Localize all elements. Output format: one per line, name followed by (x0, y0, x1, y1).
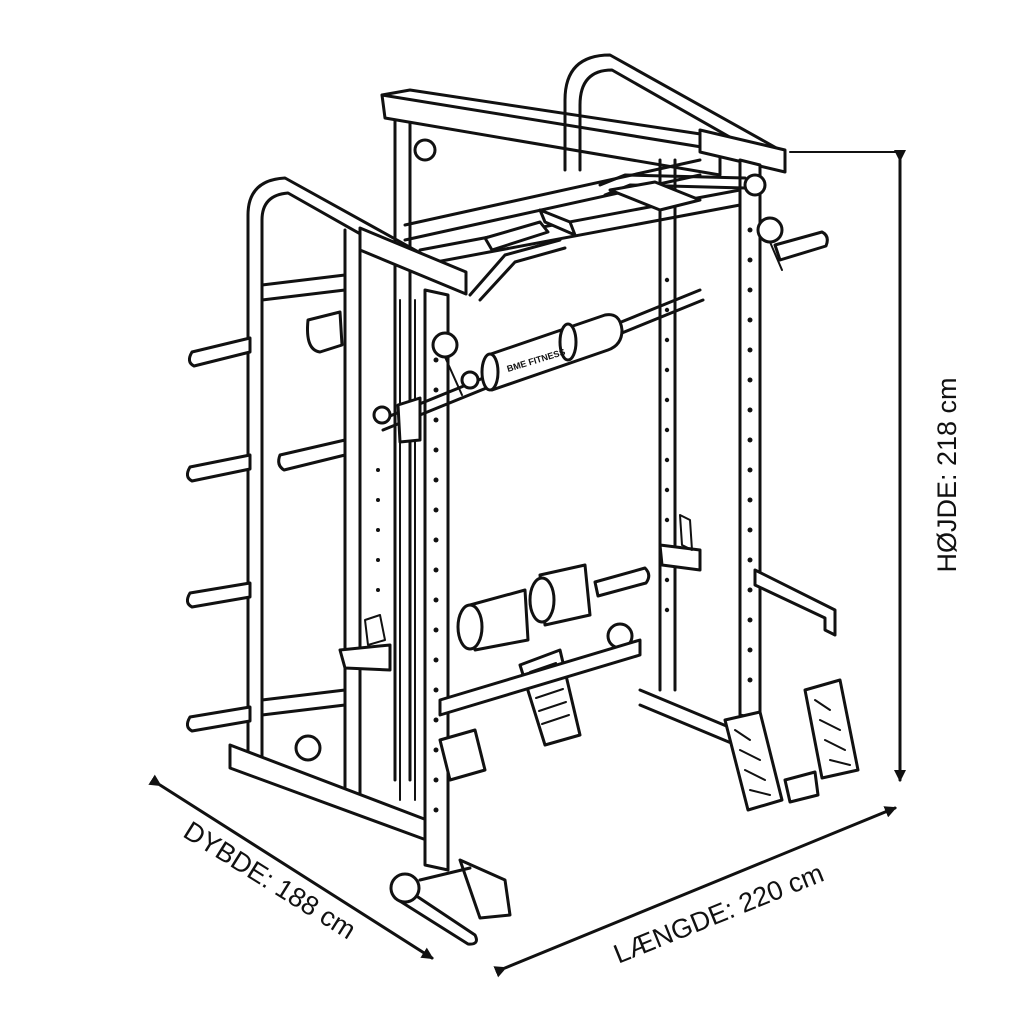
left-front-holes (433, 357, 439, 813)
left-front-upright (376, 288, 450, 872)
back-frame (380, 88, 742, 782)
left-weight-pegs (185, 336, 347, 733)
pull-up-handles (468, 173, 747, 302)
length-dimension: LÆNGDE: 220 cm (493, 806, 897, 978)
right-upright-holes (747, 227, 753, 683)
j-hooks (306, 310, 702, 672)
left-inner-holes (376, 468, 380, 592)
height-label: HØJDE: 218 cm (932, 377, 962, 572)
pulleys (294, 138, 784, 762)
tread-pattern (734, 699, 851, 796)
right-side-frame (563, 53, 837, 757)
length-label: LÆNGDE: 220 cm (609, 858, 828, 970)
leg-rollers (456, 563, 651, 652)
height-dimension: HØJDE: 218 cm (789, 150, 962, 782)
foot-plates (438, 648, 860, 812)
smith-barbell: BME FITNESS (372, 288, 705, 432)
depth-label: DYBDE: 188 cm (178, 816, 361, 946)
